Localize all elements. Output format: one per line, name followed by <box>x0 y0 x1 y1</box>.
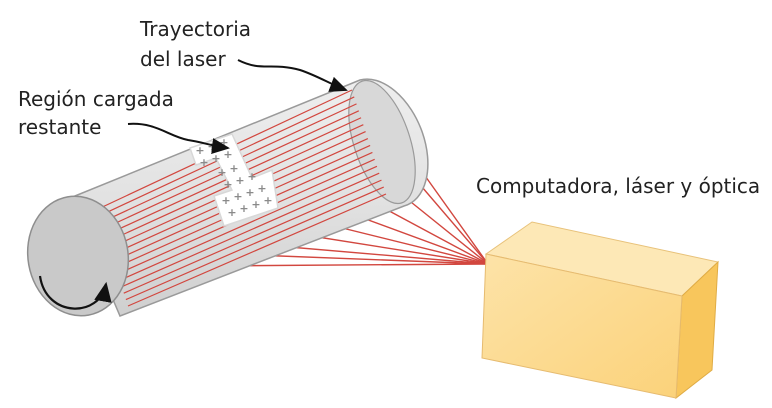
plus-sign-icon: + <box>199 156 208 169</box>
laser-scan-line <box>119 165 378 281</box>
plus-sign-icon: + <box>195 144 204 157</box>
plus-sign-icon: + <box>245 186 254 199</box>
label-charged-region-line1: Región cargada <box>18 87 174 111</box>
plus-sign-icon: + <box>239 202 248 215</box>
plus-sign-icon: + <box>235 174 244 187</box>
laser-scan-line <box>127 193 387 307</box>
computer-laser-optics-box <box>481 221 720 400</box>
plus-sign-icon: + <box>251 198 260 211</box>
laser-beam-line <box>379 205 489 265</box>
plus-sign-icon: + <box>211 152 220 165</box>
plus-sign-icon: + <box>233 190 242 203</box>
plus-sign-icon: + <box>247 170 256 183</box>
laser-beam-line <box>351 213 489 265</box>
plus-sign-icon: + <box>227 206 236 219</box>
curved-rotation-arrow-icon <box>38 275 112 310</box>
laser-scan-line <box>125 186 384 301</box>
plus-sign-icon: + <box>217 166 226 179</box>
label-laser-path-line1: Trayectoria <box>139 17 251 41</box>
charged-region-leader-arrow <box>127 122 230 154</box>
laser-scan-line <box>121 172 380 288</box>
plus-sign-icon: + <box>229 162 238 175</box>
charged-region-shape <box>189 133 279 227</box>
plus-sign-icon: + <box>257 182 266 195</box>
drum-near-end <box>26 195 130 317</box>
laser-path-leader-arrow <box>237 59 348 92</box>
plus-sign-icon: + <box>223 148 232 161</box>
label-charged-region-line2: restante <box>18 115 101 139</box>
box-front-face <box>481 253 683 399</box>
plus-sign-icon: + <box>223 178 232 191</box>
laser-scan-line <box>123 179 382 294</box>
plus-sign-icon: + <box>263 194 272 207</box>
plus-sign-icon: + <box>221 194 230 207</box>
drum-far-end <box>348 79 416 205</box>
label-laser-path-line2: del laser <box>140 47 226 71</box>
label-computer-laser-optics: Computadora, láser y óptica <box>476 174 760 198</box>
